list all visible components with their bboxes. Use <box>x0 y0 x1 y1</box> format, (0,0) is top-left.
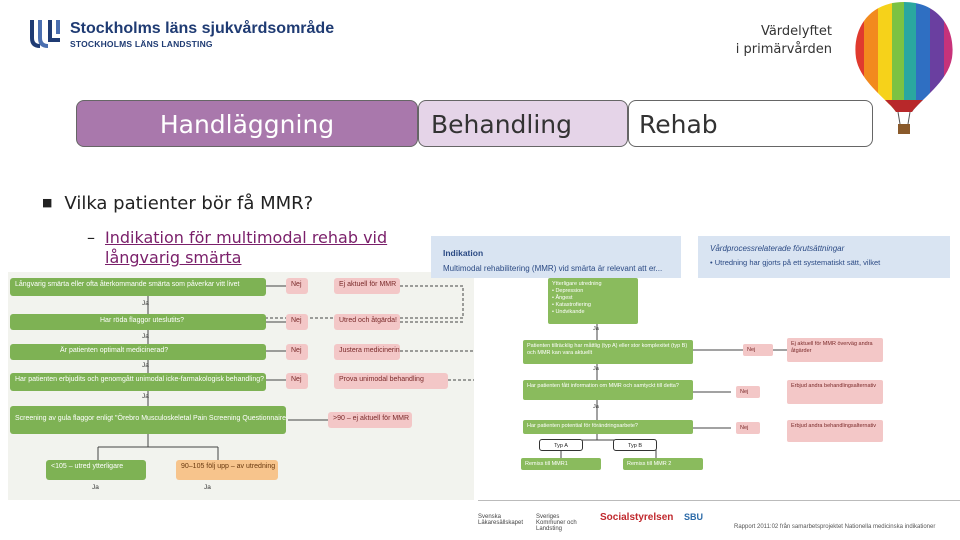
organization-logo: Stockholms läns sjukvårdsområde STOCKHOL… <box>28 18 358 52</box>
left-yes-5: Ja <box>92 484 99 491</box>
sll-logo-icon <box>30 20 60 48</box>
footer-report-text: Rapport 2011:02 från samarbetsprojektet … <box>734 524 936 530</box>
prerequisites-item: • Utredning har gjorts på ett systematis… <box>710 258 881 267</box>
right-yes-3: Ja <box>593 404 599 410</box>
condition-4: • Undvikande <box>552 309 585 315</box>
footer-logo-skl: Sveriges Kommuner och Landsting <box>536 514 577 532</box>
left-step-4: Har patienten erbjudits och genomgått un… <box>10 373 266 391</box>
left-yes-6: Ja <box>204 484 211 491</box>
left-step-1: Långvarig smärta eller ofta återkommande… <box>10 278 266 296</box>
left-yes-4: Ja <box>142 393 149 400</box>
type-b-label: Typ B <box>613 439 657 451</box>
footer-logo-lakaresallskapet: Svenska Läkaresällskapet <box>478 514 524 526</box>
question-text: Vilka patienter bör få MMR? <box>64 193 314 214</box>
left-yes-3: Ja <box>142 362 149 369</box>
right-no-1: Nej <box>743 344 773 356</box>
left-side-1: Ej aktuell för MMR <box>334 278 400 294</box>
referral-mmr2: Remiss till MMR 2 <box>623 458 703 470</box>
footer-logo-socialstyrelsen: Socialstyrelsen <box>600 512 674 523</box>
right-outcome-3: Erbjud andra behandlingsalternativ <box>787 420 883 442</box>
left-no-1: Nej <box>286 278 308 294</box>
left-no-2: Nej <box>286 314 308 330</box>
indication-panel: Indikation Multimodal rehabilitering (MM… <box>431 236 681 278</box>
left-step-5: Screening av gula flaggor enligt "Örebro… <box>10 406 286 434</box>
type-a-label: Typ A <box>539 439 583 451</box>
right-outcome-1: Ej aktuell för MMR överväg andra åtgärde… <box>787 338 883 362</box>
prerequisites-title: Vårdprocessrelaterade förutsättningar <box>710 244 845 253</box>
corner-title-line1: Värdelyftet <box>760 24 832 39</box>
left-flowchart: Långvarig smärta eller ofta återkommande… <box>8 272 474 500</box>
condition-2: • Ångest <box>552 295 573 301</box>
corner-title-line2: i primärvården <box>735 42 832 57</box>
dash-bullet: – <box>87 228 95 247</box>
left-flowchart-connectors <box>97 285 474 460</box>
right-question-3: Har patienten potential för förändringsa… <box>523 420 693 434</box>
prerequisites-panel: Vårdprocessrelaterade förutsättningar • … <box>698 236 950 278</box>
right-no-2: Nej <box>736 386 760 398</box>
conditions-box: Ytterligare utredning • Depression • Ång… <box>548 278 638 324</box>
footer-logo-sbu: SBU <box>684 512 704 522</box>
left-step-3: Är patienten optimalt medicinerad? <box>10 344 266 360</box>
indication-link[interactable]: Indikation för multimodal rehab vid lång… <box>105 228 388 267</box>
left-no-4: Nej <box>286 373 308 389</box>
right-question-2: Har patienten fått information om MMR oc… <box>523 380 693 400</box>
left-outcome-1: <105 – utred ytterligare <box>46 460 146 480</box>
question-heading: ■ Vilka patienter bör få MMR? <box>42 193 313 214</box>
tab-behandling[interactable]: Behandling <box>418 100 628 147</box>
right-yes-2: Ja <box>593 366 599 372</box>
corner-title: Värdelyftet i primärvården <box>736 23 832 59</box>
indication-title: Indikation <box>443 248 484 258</box>
left-side-2: Utred och åtgärda! <box>334 314 400 330</box>
right-outcome-2: Erbjud andra behandlingsalternativ <box>787 380 883 404</box>
left-step-2: Har röda flaggor uteslutits? <box>10 314 266 330</box>
condition-3: • Katastrofiering <box>552 302 591 308</box>
right-no-3: Nej <box>736 422 760 434</box>
left-no-3: Nej <box>286 344 308 360</box>
left-outcome-2: 90–105 följ upp – av utredning <box>176 460 278 480</box>
left-yes-1: Ja <box>142 300 149 307</box>
right-yes-1: Ja <box>593 326 599 332</box>
conditions-title: Ytterligare utredning <box>552 281 602 287</box>
right-question-1: Patienten tillräcklig har måttlig (typ A… <box>523 340 693 364</box>
right-flowchart: Indikation Multimodal rehabilitering (MM… <box>431 236 950 502</box>
square-bullet-icon: ■ <box>42 196 53 209</box>
left-side-4: Prova unimodal behandling <box>334 373 448 389</box>
left-side-3: Justera medicineringen! <box>334 344 400 360</box>
org-subtitle: STOCKHOLMS LÄNS LANDSTING <box>70 39 213 49</box>
left-yes-2: Ja <box>142 333 149 340</box>
tab-handlaggning[interactable]: Handläggning <box>76 100 418 147</box>
footer-divider <box>478 500 960 501</box>
org-name: Stockholms läns sjukvårdsområde <box>70 20 335 37</box>
hot-air-balloon-icon <box>855 2 953 134</box>
referral-mmr1: Remiss till MMR1 <box>521 458 601 470</box>
condition-1: • Depression <box>552 288 584 294</box>
left-side-5: >90 – ej aktuell för MMR <box>328 412 412 428</box>
tab-rehab[interactable]: Rehab <box>628 100 873 147</box>
indication-text: Multimodal rehabilitering (MMR) vid smär… <box>443 264 663 273</box>
